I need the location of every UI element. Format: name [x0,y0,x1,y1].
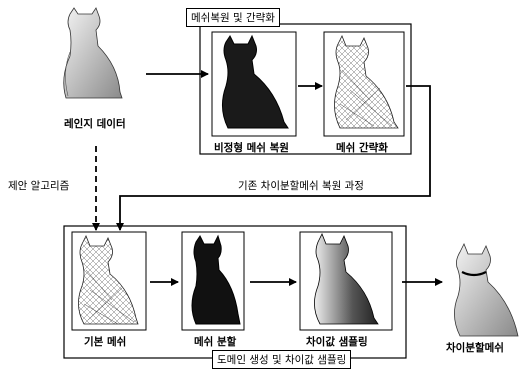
base-mesh-cat-image [72,232,146,330]
irregular-mesh-label: 비정형 메쉬 복원 [214,140,289,155]
diff-sampling-label: 차이값 샘플링 [306,334,368,349]
irregular-mesh-cat-image [212,32,296,136]
range-data-label: 레인지 데이터 [64,116,126,131]
diff-sampling-cat-image [300,232,392,330]
mesh-restore-caption: 메쉬복원 및 간략화 [186,8,280,27]
mesh-partition-cat-image [182,232,244,330]
existing-process-label: 기존 차이분할메쉬 복원 과정 [238,178,364,193]
simplified-mesh-cat-image [324,32,404,136]
range-data-cat-image [64,8,122,98]
result-cat-image [454,244,518,336]
base-mesh-label: 기본 메쉬 [84,334,126,349]
proposed-algorithm-label: 제안 알고리즘 [8,178,69,193]
domain-sampling-caption: 도메인 생성 및 차이값 샘플링 [212,350,351,369]
mesh-partition-label: 메쉬 분할 [194,334,236,349]
mesh-simplify-label: 메쉬 간략화 [336,140,388,155]
result-label: 차이분할메쉬 [446,340,504,355]
